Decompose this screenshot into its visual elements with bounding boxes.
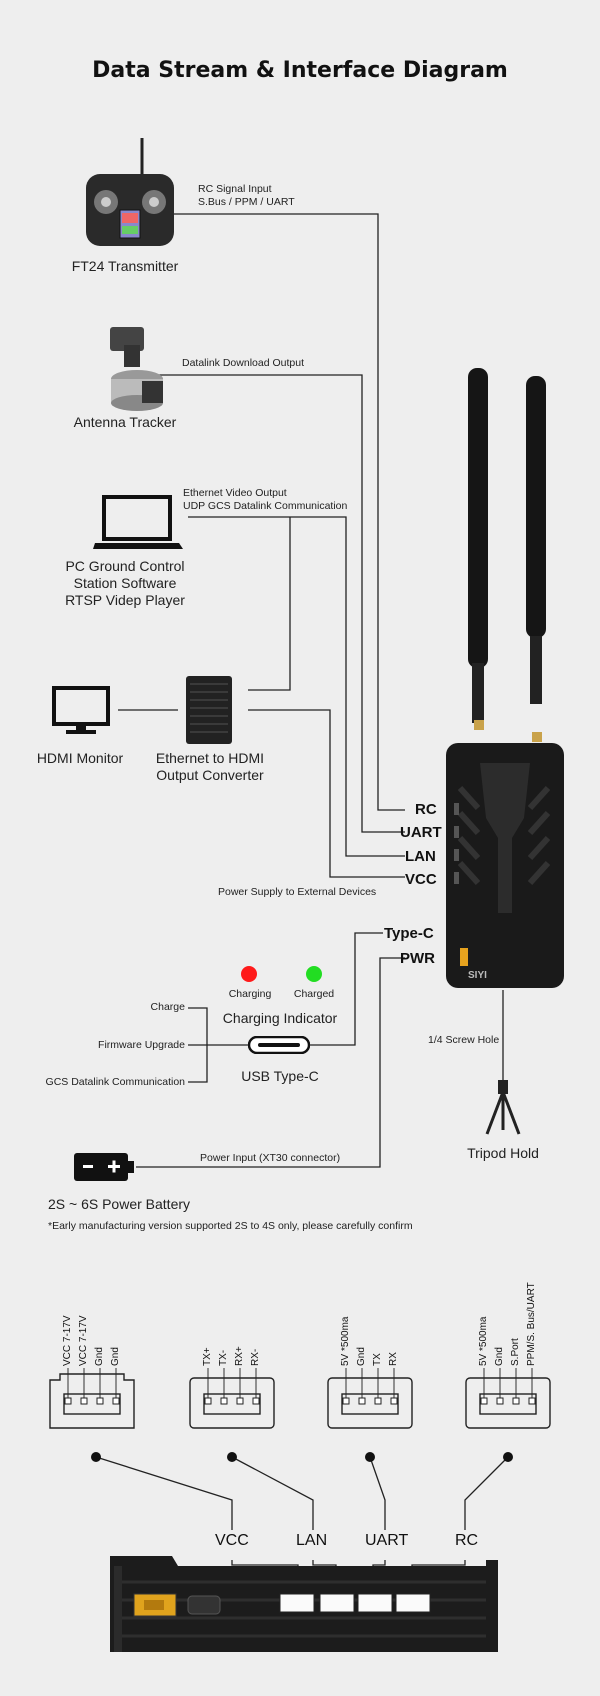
rc-input-label: RC Signal Input S.Bus / PPM / UART [198, 183, 295, 208]
battery-label: 2S ~ 6S Power Battery [48, 1196, 191, 1212]
connector-vcc: VCC 7-17V VCC 7-17V Gnd Gnd [48, 1280, 138, 1440]
laptop-icon [93, 495, 183, 549]
pin-label: Gnd [94, 1347, 105, 1366]
unit-side-view [108, 1552, 500, 1658]
screw-hole-label: 1/4 Screw Hole [428, 1034, 500, 1046]
vcc-connector-icon [49, 1368, 135, 1429]
charged-state-label: Charged [293, 988, 335, 1000]
tripod-device [483, 1080, 523, 1136]
brand-logo: SIYI [468, 970, 487, 981]
rc-line [172, 213, 405, 811]
usb-function-gcs: GCS Datalink Communication [45, 1076, 185, 1088]
pin-label: S.Port [510, 1338, 521, 1366]
tripod-icon [485, 1080, 521, 1135]
usb-function-charge: Charge [150, 1001, 185, 1013]
connector-uart: 5V *500ma Gnd TX RX [326, 1280, 416, 1440]
pin-label: 5V *500ma [340, 1316, 351, 1366]
port-typec: Type-C [384, 925, 434, 942]
transmitter-icon [86, 138, 174, 246]
unit-side-icon [110, 1556, 498, 1652]
transmitter-device [82, 138, 178, 250]
converter-device [184, 674, 234, 746]
charged-led-green [306, 966, 322, 982]
air-unit-icon [446, 368, 564, 988]
port-pwr: PWR [400, 950, 435, 967]
antenna-tracker-icon [110, 327, 163, 411]
datalink-air-unit [440, 368, 570, 993]
bottom-label-vcc: VCC [215, 1532, 249, 1549]
pin-label: Gnd [494, 1347, 505, 1366]
bottom-label-rc: RC [455, 1532, 479, 1549]
pin-label: RX [388, 1352, 399, 1366]
converter-icon [186, 676, 232, 744]
monitor-label: HDMI Monitor [36, 750, 124, 766]
usb-c-port [247, 1035, 311, 1055]
usb-c-icon [247, 1035, 311, 1055]
charging-indicator-label: Charging Indicator [222, 1010, 338, 1026]
monitor-device [52, 686, 112, 736]
pin-label: Gnd [356, 1347, 367, 1366]
battery-icon [74, 1153, 134, 1181]
pin-label: Gnd [110, 1347, 121, 1366]
port-rc: RC [415, 801, 437, 818]
connector-rc: 5V *500ma Gnd S.Port PPM/S. Bus/UART [464, 1280, 554, 1440]
ethernet-label: Ethernet Video Output UDP GCS Datalink C… [183, 487, 348, 512]
pin-label: TX+ [202, 1347, 213, 1366]
port-uart: UART [400, 824, 442, 841]
connector-lan: TX+ TX- RX+ RX- [188, 1280, 278, 1440]
converter-label: Ethernet to HDMI Output Converter [155, 750, 265, 783]
pin-label: PPM/S. Bus/UART [526, 1282, 537, 1366]
pin-label: VCC 7-17V [62, 1315, 73, 1366]
pin-label: VCC 7-17V [78, 1315, 89, 1366]
battery-device [72, 1152, 138, 1182]
pin-label: TX [372, 1353, 383, 1366]
battery-note: *Early manufacturing version supported 2… [48, 1220, 413, 1232]
transmitter-label: FT24 Transmitter [71, 258, 179, 274]
page-title: Data Stream & Interface Diagram [92, 58, 508, 83]
power-input-label: Power Input (XT30 connector) [200, 1152, 341, 1164]
lan-connector-icon [189, 1368, 275, 1429]
bottom-label-lan: LAN [296, 1532, 328, 1549]
port-vcc: VCC [405, 871, 437, 888]
pin-label: TX- [218, 1349, 229, 1366]
datalink-line [158, 374, 405, 833]
datalink-download-label: Datalink Download Output [182, 357, 304, 369]
pin-label: 5V *500ma [478, 1316, 489, 1366]
power-external-label: Power Supply to External Devices [218, 886, 377, 898]
uart-connector-icon [327, 1368, 413, 1429]
antenna-tracker-device [104, 325, 170, 411]
charging-state-label: Charging [228, 988, 272, 1000]
laptop-device [93, 495, 183, 551]
bottom-label-uart: UART [365, 1532, 409, 1549]
usb-typec-label: USB Type-C [241, 1068, 319, 1084]
charging-led-red [241, 966, 257, 982]
port-lan: LAN [405, 848, 436, 865]
tripod-label: Tripod Hold [467, 1145, 539, 1161]
usb-function-firmware: Firmware Upgrade [98, 1039, 185, 1051]
tracker-label: Antenna Tracker [73, 414, 177, 430]
rc-connector-icon [465, 1368, 551, 1429]
pc-label: PC Ground Control Station Software RTSP … [65, 558, 185, 608]
pin-label: RX+ [234, 1346, 245, 1366]
monitor-icon [52, 686, 110, 734]
pin-label: RX- [250, 1348, 261, 1366]
